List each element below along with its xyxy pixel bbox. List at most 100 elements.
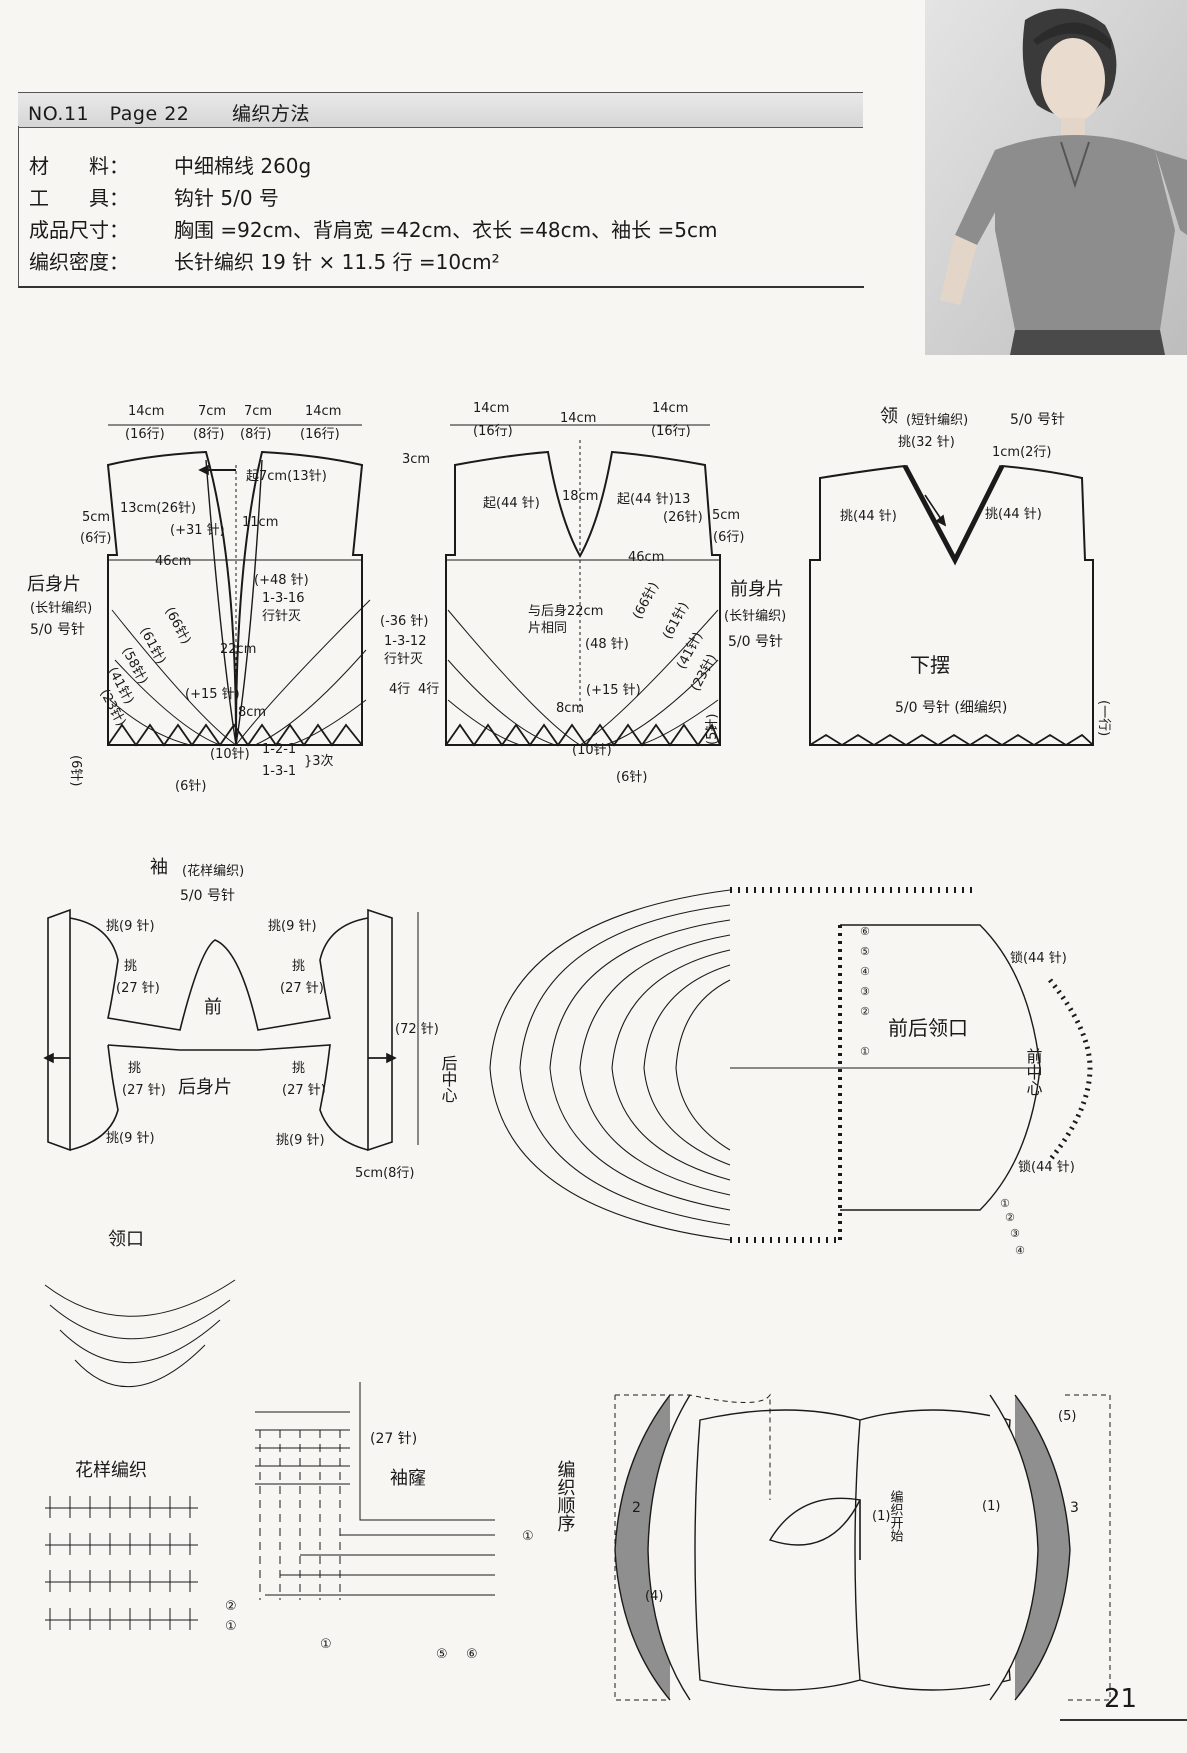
collar-width: 1cm(2行) bbox=[992, 445, 1052, 460]
back-piece-hook: 5/0 号针 bbox=[30, 622, 85, 638]
hem-title: 下摆 bbox=[910, 653, 950, 677]
order-part: 3 bbox=[1070, 1500, 1079, 1516]
page-number: 21 bbox=[1104, 1684, 1138, 1714]
round-marker: ⑤ bbox=[860, 945, 870, 958]
spec-gauge: 编织密度：长针编织 19 针 × 11.5 行 =10cm² bbox=[29, 250, 500, 274]
order-part: (1) bbox=[872, 1509, 890, 1524]
sleeve-label: 5cm(8行) bbox=[355, 1166, 415, 1181]
order-start: 编织开始 bbox=[888, 1490, 904, 1542]
back-label: (6行) bbox=[80, 531, 111, 546]
back-rows: (8行) bbox=[240, 427, 271, 442]
row-marker: ① bbox=[225, 1619, 237, 1634]
hem-rows: (一行) bbox=[1096, 700, 1111, 736]
sleeve-label: (27 针) bbox=[280, 981, 324, 996]
back-label: (6针) bbox=[68, 755, 83, 786]
front-piece-diagram bbox=[445, 424, 721, 747]
front-label: (48 针) bbox=[585, 637, 629, 652]
cuff-marker: ⑥ bbox=[466, 1647, 478, 1662]
sleeve-label: 挑 bbox=[292, 959, 305, 974]
spec-material: 材 料：中细棉线 260g bbox=[29, 154, 312, 178]
back-label: }3次 bbox=[304, 753, 334, 769]
back-label: 8cm bbox=[238, 705, 266, 720]
sleeve-front: 前 bbox=[204, 997, 222, 1018]
front-rows: (16行) bbox=[473, 424, 513, 439]
back-piece-title: 后身片 bbox=[27, 574, 81, 595]
back-label: 1-2-1 bbox=[262, 742, 296, 757]
back-label: (66针) bbox=[161, 605, 193, 647]
front-label: 46cm bbox=[628, 550, 664, 565]
pattern-number: NO.11 bbox=[28, 103, 90, 125]
sleeve-label: (72 针) bbox=[395, 1022, 439, 1037]
collar-pick: 挑(32 针) bbox=[898, 435, 955, 450]
row-marker: ② bbox=[225, 1599, 237, 1614]
round-marker: ③ bbox=[1010, 1227, 1020, 1240]
front-label: (-36 针) bbox=[380, 614, 429, 629]
front-label: (6针) bbox=[616, 770, 647, 785]
front-label: 起(44 针)13 bbox=[617, 492, 690, 507]
round-marker: ② bbox=[1005, 1211, 1015, 1224]
collar-title: 领 bbox=[880, 406, 898, 427]
pattern-stitch-chart bbox=[45, 1496, 198, 1630]
round-marker: ① bbox=[860, 1045, 870, 1058]
back-rows: (16行) bbox=[300, 427, 340, 442]
sleeve-hook: 5/0 号针 bbox=[180, 888, 235, 904]
neckline-small-title: 领口 bbox=[108, 1229, 144, 1250]
front-label: (+15 针) bbox=[586, 683, 641, 698]
front-label: 起(44 针) bbox=[483, 496, 540, 511]
back-label: 1-3-16 bbox=[262, 591, 304, 606]
back-rows: (8行) bbox=[193, 427, 224, 442]
back-dim: 14cm bbox=[128, 404, 164, 419]
collar-left: 挑(44 针) bbox=[840, 509, 897, 524]
sleeve-label: 挑 bbox=[128, 1061, 141, 1076]
collar-technique: (短针编织) bbox=[906, 413, 968, 428]
back-label: 22cm bbox=[220, 642, 256, 657]
back-rows: (16行) bbox=[125, 427, 165, 442]
back-center-label: 后中心 bbox=[439, 1055, 458, 1103]
spec-size: 成品尺寸：胸围 =92cm、背肩宽 =42cm、衣长 =48cm、袖长 =5cm bbox=[29, 218, 718, 242]
spec-tool: 工 具：钩针 5/0 号 bbox=[29, 186, 279, 210]
back-label: (6针) bbox=[175, 779, 206, 794]
neck-chart-title: 前后领口 bbox=[888, 1016, 968, 1040]
collar-right: 挑(44 针) bbox=[985, 507, 1042, 522]
round-marker: ④ bbox=[860, 965, 870, 978]
front-label: 片相同 bbox=[528, 621, 567, 636]
order-diagram bbox=[614, 1393, 1111, 1701]
back-label: 3cm bbox=[402, 452, 430, 467]
spec-box: 材 料：中细棉线 260g 工 具：钩针 5/0 号 成品尺寸：胸围 =92cm… bbox=[18, 126, 864, 288]
neck-chart bbox=[489, 887, 1093, 1243]
chain-bottom-label: 锁(44 针) bbox=[1018, 1159, 1075, 1175]
collar-hook: 5/0 号针 bbox=[1010, 412, 1065, 428]
back-label: (10针) bbox=[210, 747, 250, 762]
front-dim: 14cm bbox=[652, 401, 688, 416]
back-dim: 14cm bbox=[305, 404, 341, 419]
front-label: 8cm bbox=[556, 701, 584, 716]
front-label: 行针灭 bbox=[384, 652, 423, 667]
back-label: 11cm bbox=[242, 515, 278, 530]
round-marker: ① bbox=[1000, 1197, 1010, 1210]
back-dim: 7cm bbox=[198, 404, 226, 419]
front-label: (66针) bbox=[630, 580, 662, 622]
back-label: 1-3-1 bbox=[262, 764, 296, 779]
front-dim: 14cm bbox=[473, 401, 509, 416]
front-label: 4行 bbox=[418, 682, 439, 697]
order-part: 2 bbox=[632, 1500, 641, 1516]
hem-note: 5/0 号针 (细编织) bbox=[895, 700, 1007, 716]
back-dim: 7cm bbox=[244, 404, 272, 419]
front-label: (5针) bbox=[705, 714, 720, 745]
sleeve-label: (27 针) bbox=[282, 1083, 326, 1098]
front-rows: (16行) bbox=[651, 424, 691, 439]
front-dim: 14cm bbox=[560, 411, 596, 426]
round-marker: ⑥ bbox=[860, 925, 870, 938]
neckline-small-chart bbox=[44, 1279, 236, 1388]
front-label: (10针) bbox=[572, 743, 612, 758]
front-label: 1-3-12 bbox=[384, 634, 426, 649]
front-center-label: 前中心 bbox=[1024, 1048, 1043, 1096]
sleeve-label: 挑(9 针) bbox=[106, 1131, 155, 1146]
cuff-count: (27 针) bbox=[370, 1431, 417, 1447]
front-piece-title: 前身片 bbox=[730, 579, 784, 600]
sleeve-title: 袖 bbox=[150, 857, 168, 878]
back-piece-diagram bbox=[106, 424, 371, 747]
back-label: 起7cm(13针) bbox=[246, 469, 327, 484]
front-label: (26针) bbox=[663, 510, 703, 525]
